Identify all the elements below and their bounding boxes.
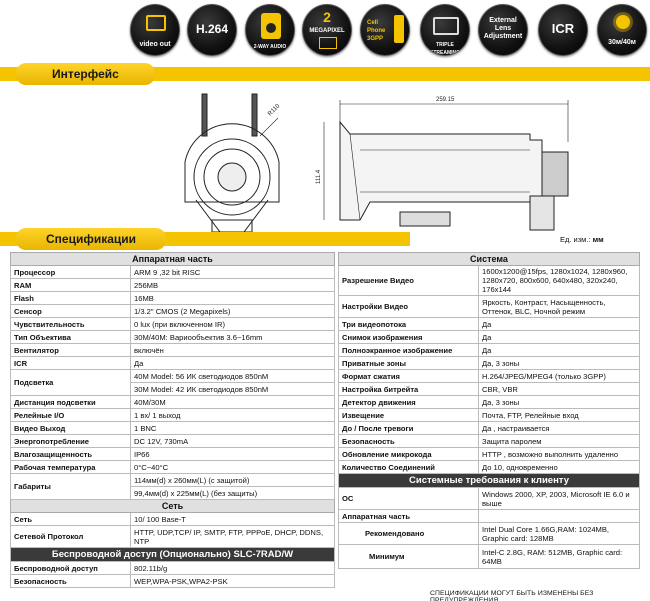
interface-section-bar: Интерфейс — [0, 63, 650, 85]
front-view-drawing — [184, 93, 280, 233]
network-title: Сеть — [10, 499, 335, 513]
units-note: Ед. изм.: мм — [560, 235, 604, 244]
width-dimension-label: 259.15 — [436, 97, 455, 103]
h264-icon: H.264 — [187, 4, 237, 56]
triple-streaming-icon: TRIPLE STREAMING — [420, 4, 470, 56]
footer-disclaimer: СПЕЦИФИКАЦИИ МОГУТ БЫТЬ ИЗМЕНЕНЫ БЕЗ ПРЕ… — [430, 590, 594, 601]
external-lens-icon: External Lens Adjustment — [478, 4, 528, 56]
wireless-title: Беспроводной доступ (Опционально) SLC-7R… — [10, 547, 335, 562]
feature-icons-row: video out H.264 2-WAY AUDIO 2 MEGAPIXEL … — [130, 4, 650, 60]
radius-label: R110 — [267, 103, 282, 118]
megapixel-icon: 2 MEGAPIXEL — [302, 4, 352, 56]
specs-bar-extension — [170, 232, 410, 246]
specs-heading: Спецификации — [16, 228, 167, 250]
system-title: Система — [338, 252, 640, 266]
cell-phone-icon: Cell Phone 3GPP — [360, 4, 410, 56]
ir-range-icon: 30м/40м — [597, 4, 647, 56]
side-view-drawing — [323, 100, 569, 231]
video-out-icon: video out — [130, 4, 180, 56]
specs-section-bar: Спецификации — [0, 228, 175, 250]
hardware-title: Аппаратная часть — [10, 252, 335, 266]
interface-heading: Интерфейс — [16, 63, 155, 85]
table-row: Аппаратная часть — [338, 509, 640, 523]
height-dimension-label: 111.4 — [316, 169, 322, 184]
sysreq-title: Системные требования к клиенту — [338, 473, 640, 488]
two-way-audio-icon: 2-WAY AUDIO — [245, 4, 295, 56]
icr-icon: ICR — [538, 4, 588, 56]
camera-drawing: R110 259.15 111.4 — [184, 93, 569, 233]
